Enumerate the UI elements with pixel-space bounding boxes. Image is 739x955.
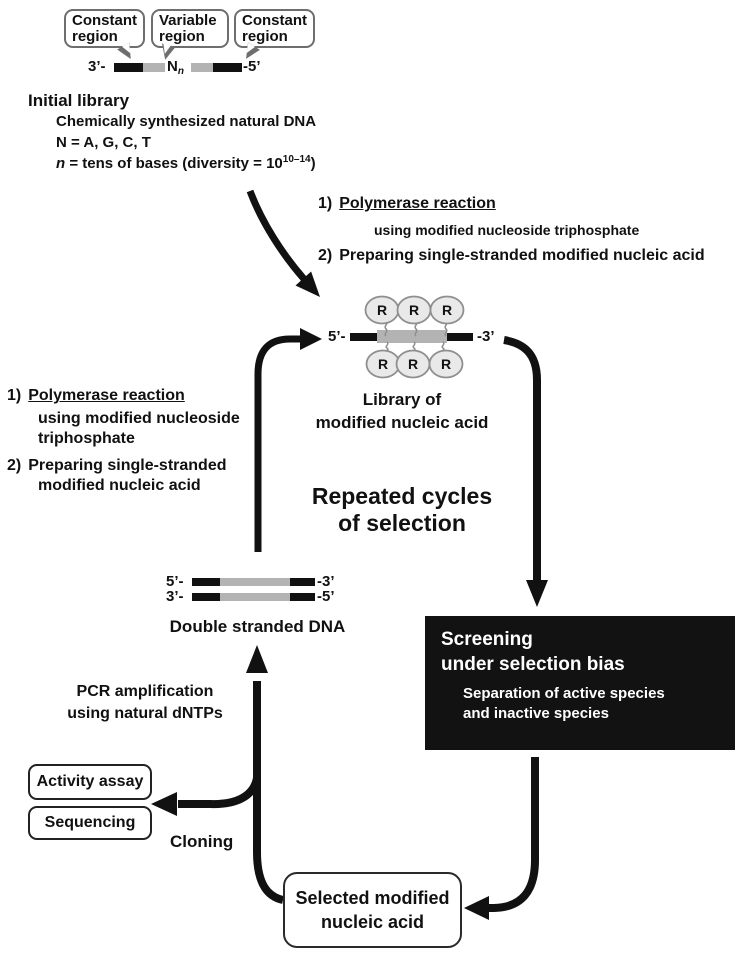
cycle-line1: Repeated cycles [311, 483, 493, 509]
r-group-label: R [409, 302, 419, 318]
left-step2-line2: modified nucleic acid [38, 477, 201, 494]
left-step1: 1) Polymerase reaction [7, 387, 185, 405]
library-label-line2: modified nucleic acid [315, 413, 489, 432]
r-group-label: R [442, 302, 452, 318]
diversity-text: = tens of bases (diversity = 10 [65, 155, 283, 172]
selected-line2: nucleic acid [320, 912, 425, 932]
n-subscript: n [177, 66, 184, 77]
arrow-initial-to-library [246, 189, 320, 297]
right-step1-number: 1) [318, 195, 333, 212]
initial-library-title: Initial library [28, 91, 130, 110]
right-step2-number: 2) [318, 247, 333, 264]
left-step1-title: Polymerase reaction [28, 387, 185, 404]
left-step2-line1: Preparing single-stranded [28, 457, 227, 474]
initial-strand-variable-bar-left [143, 63, 165, 72]
library-label-line1: Library of [362, 390, 442, 409]
r-group-circle [364, 295, 400, 325]
arrow-screening-to-selected [464, 757, 539, 920]
right-step1-detail: using modified nucleoside triphosphate [374, 222, 640, 238]
right-step1-title: Polymerase reaction [339, 195, 496, 212]
dsdna-graphic [192, 578, 315, 601]
r-group-circles: R R R R R R [364, 295, 465, 379]
right-step1: 1) Polymerase reaction [318, 195, 496, 213]
dsdna-bottom-3prime: 3’- [166, 588, 184, 605]
right-step2: 2) Preparing single-stranded modified nuc… [318, 247, 705, 265]
r-group-circle [428, 349, 464, 379]
modified-strand-graphic: R R R R R R [350, 295, 473, 379]
r-group-label: R [377, 302, 387, 318]
initial-library-line2: N = A, G, C, T [56, 134, 151, 151]
screening-detail-line1: Separation of active species [463, 685, 665, 702]
dsdna-top-3prime: -3’ [317, 573, 335, 590]
callout-variable-region: Variable region [151, 9, 229, 48]
pcr-label: PCR amplification using natural dNTPs [55, 681, 235, 725]
modified-strand-5prime-label: 5’- [328, 328, 346, 345]
diversity-n-italic: n [56, 155, 66, 172]
r-group-label: R [408, 356, 418, 372]
r-group-circle [365, 349, 401, 379]
arrow-cloning-branch [151, 776, 261, 816]
repeated-cycles-label: Repeated cycles of selection [292, 483, 512, 537]
initial-strand-3prime-label: 3’- [88, 58, 106, 75]
r-group-label: R [441, 356, 451, 372]
left-step2: 2) Preparing single-stranded [7, 457, 227, 475]
selected-line1: Selected modified [295, 888, 450, 908]
left-step1-number: 1) [7, 387, 22, 404]
diversity-superscript: 10–14 [282, 154, 311, 165]
activity-assay-box: Activity assay [28, 764, 152, 800]
screening-title-line1: Screening [441, 629, 533, 650]
diversity-close: ) [310, 155, 316, 172]
n-base: N [167, 58, 178, 75]
cloning-label: Cloning [170, 832, 234, 851]
r-group-circle [396, 295, 432, 325]
initial-library-line3: n = tens of bases (diversity = 1010–14) [56, 154, 316, 172]
pcr-line1: PCR amplification [76, 683, 214, 700]
initial-strand-constant-bar-left [114, 63, 143, 72]
initial-strand-variable-bar-right [191, 63, 213, 72]
screening-title-line2: under selection bias [441, 654, 625, 675]
left-step2-number: 2) [7, 457, 22, 474]
dsdna-top-5prime: 5’- [166, 573, 184, 590]
arrow-library-to-screening [503, 336, 548, 607]
screening-title: Screening under selection bias [441, 627, 735, 677]
screening-detail: Separation of active species and inactiv… [463, 684, 735, 724]
callout-constant-region-left: Constant region [64, 9, 145, 48]
r-group-label: R [378, 356, 388, 372]
r-group-linkers [384, 320, 448, 354]
initial-strand-n-label: Nn [167, 58, 184, 77]
dsdna-bottom-5prime: -5’ [317, 588, 335, 605]
screening-detail-line2: and inactive species [463, 705, 609, 722]
modified-strand-variable-ribbon [377, 330, 447, 343]
modified-strand-constant-bar-right [447, 333, 473, 341]
modified-strand-3prime-label: -3’ [477, 328, 495, 345]
pcr-line2: using natural dNTPs [67, 705, 223, 722]
cycle-line2: of selection [338, 510, 466, 536]
selected-nucleic-acid-box: Selected modified nucleic acid [283, 872, 462, 948]
right-step2-text: Preparing single-stranded modified nucle… [339, 247, 705, 264]
r-group-circle [395, 349, 431, 379]
initial-library-line1: Chemically synthesized natural DNA [56, 113, 317, 130]
dsdna-label: Double stranded DNA [169, 617, 346, 636]
modified-strand-constant-bar-left [350, 333, 377, 341]
arrow-selected-to-dsdna [246, 645, 285, 904]
left-step1-detail-line2: triphosphate [38, 430, 135, 447]
screening-box: Screening under selection bias Separatio… [425, 616, 735, 750]
sequencing-box: Sequencing [28, 806, 152, 840]
modified-library-label: Library of modified nucleic acid [312, 388, 492, 434]
left-step1-detail-line1: using modified nucleoside [38, 410, 240, 427]
callout-constant-region-right: Constant region [234, 9, 315, 48]
initial-strand-constant-bar-right [213, 63, 242, 72]
r-group-circle [429, 295, 465, 325]
initial-strand-5prime-label: -5’ [243, 58, 261, 75]
